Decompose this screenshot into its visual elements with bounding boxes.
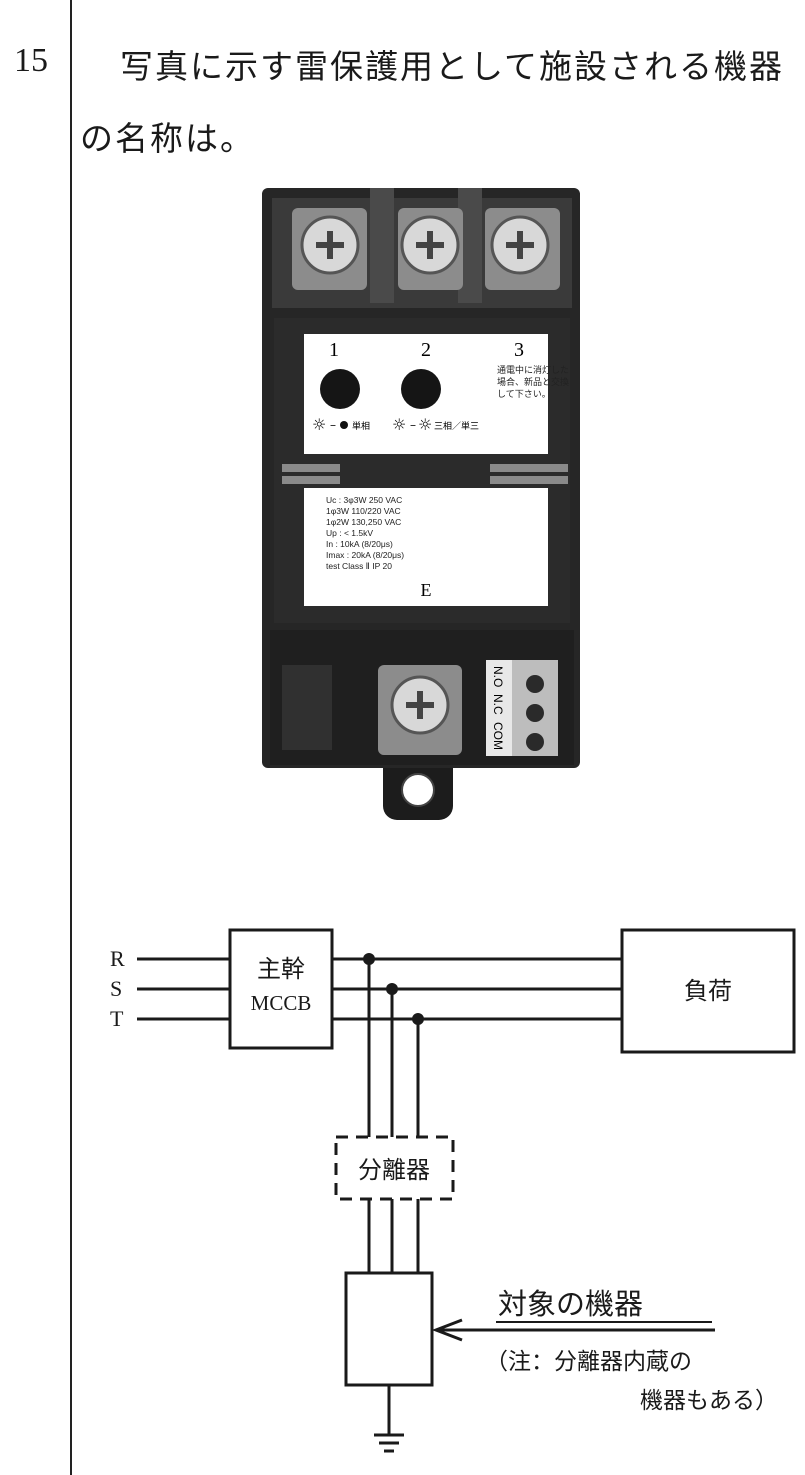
- svg-text:N.O: N.O: [491, 666, 505, 687]
- indicator-lamp-2: [401, 369, 441, 409]
- target-device-label: 対象の機器: [498, 1287, 643, 1321]
- breaker-label-2: MCCB: [251, 991, 312, 1015]
- channel-label-1: 1: [329, 339, 339, 361]
- svg-text:COM: COM: [491, 722, 505, 750]
- channel-label-2: 2: [421, 339, 431, 361]
- phase-label-s: S: [110, 976, 122, 1001]
- svg-text:1φ2W 130,250 VAC: 1φ2W 130,250 VAC: [326, 517, 401, 527]
- load-label: 負荷: [684, 977, 732, 1005]
- question-number: 15: [14, 42, 48, 79]
- margin-rule: [70, 0, 72, 1475]
- indicator-lamp-1: [320, 369, 360, 409]
- aux-contact-block: N.O N.C COM: [486, 660, 558, 756]
- separator-box: [334, 1135, 455, 1201]
- svg-text:test Class Ⅱ IP 20: test Class Ⅱ IP 20: [326, 561, 392, 571]
- load-box: [620, 928, 796, 1054]
- separator-label: 分離器: [358, 1156, 430, 1184]
- svg-text:Up : < 1.5kV: Up : < 1.5kV: [326, 528, 373, 538]
- target-device-box: [344, 1271, 434, 1387]
- lamp-lit-icon: ☼: [312, 415, 326, 434]
- warning-line-1: 通電中に消灯した: [497, 364, 569, 376]
- svg-text:Uc : 3φ3W 250 VAC: Uc : 3φ3W 250 VAC: [326, 495, 402, 505]
- question-text-line1: 写真に示す雷保護用として施設される機器: [120, 47, 785, 86]
- arrow-icon: [431, 1318, 463, 1342]
- top-screw-terminals: [292, 208, 560, 290]
- spec-text: Uc : 3φ3W 250 VAC 1φ3W 110/220 VAC 1φ2W …: [326, 495, 404, 571]
- svg-text:Imax : 20kA (8/20μs): Imax : 20kA (8/20μs): [326, 550, 404, 560]
- svg-text:N.C: N.C: [491, 694, 505, 715]
- wiring-diagram: R S T 主幹 MCCB 負荷 分離器 対象の機器 （注：分離器内蔵の: [110, 928, 796, 1453]
- earth-marking: E: [421, 580, 432, 600]
- note-line-2: 機器もある）: [640, 1388, 778, 1414]
- lamp-off-icon: [340, 421, 348, 429]
- warning-line-2: 場合、新品と交換: [497, 376, 569, 388]
- channel-label-3: 3: [514, 339, 524, 361]
- legend-single-phase: 単相: [352, 420, 370, 432]
- phase-label-t: T: [110, 1006, 124, 1031]
- main-breaker-box: [228, 928, 334, 1050]
- svg-text:–: –: [330, 418, 336, 432]
- warning-line-3: して下さい。: [497, 389, 551, 400]
- surge-protector-photo: 1 2 3 通電中に消灯した 場合、新品と交換 して下さい。 ☼ – 単相 ☼ …: [262, 188, 580, 820]
- svg-text:1φ3W 110/220 VAC: 1φ3W 110/220 VAC: [326, 506, 401, 516]
- note-line-1: （注：分離器内蔵の: [485, 1349, 692, 1375]
- svg-text:☼: ☼: [392, 415, 406, 434]
- svg-text:In : 10kA (8/20μs): In : 10kA (8/20μs): [326, 539, 393, 549]
- breaker-label-1: 主幹: [257, 955, 305, 983]
- svg-text:–: –: [410, 418, 416, 432]
- question-text-line2: の名称は。: [80, 119, 255, 158]
- svg-text:☼: ☼: [418, 415, 432, 434]
- legend-three-phase: 三相／単三: [434, 420, 479, 432]
- phase-label-r: R: [110, 946, 125, 971]
